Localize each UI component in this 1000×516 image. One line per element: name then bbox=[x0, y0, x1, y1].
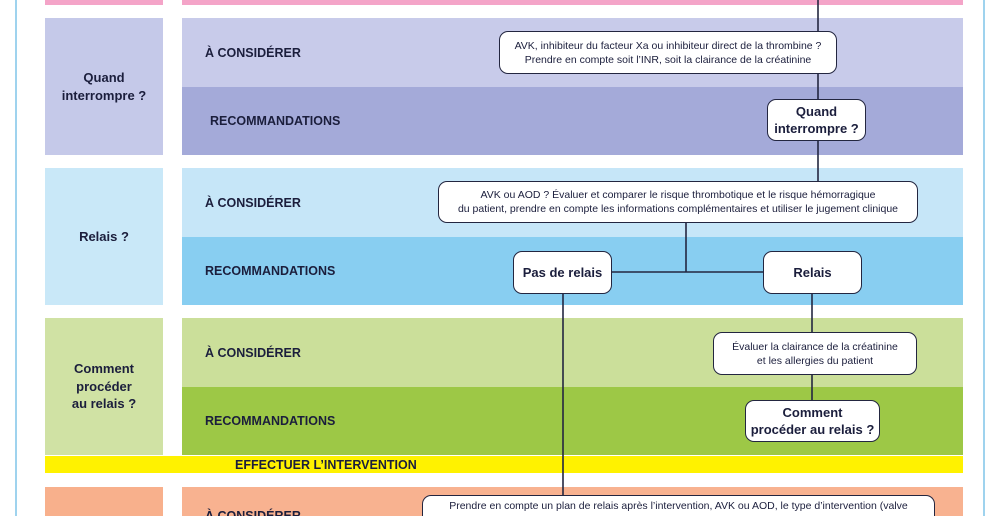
box-text-line: Comment bbox=[782, 404, 843, 420]
clearance-allergies-box: Évaluer la clairance de la créatinine et… bbox=[713, 332, 917, 375]
consider-label: À CONSIDÉRER bbox=[205, 345, 301, 360]
previous-section-band bbox=[182, 0, 963, 5]
box-text-line: AVK, inhibiteur du facteur Xa ou inhibit… bbox=[514, 39, 822, 52]
right-border-line bbox=[983, 0, 985, 516]
box-text-line: Évaluer la clairance de la créatinine bbox=[732, 340, 898, 353]
box-text-line: procéder au relais ? bbox=[750, 422, 875, 437]
intervention-band: EFFECTUER L’INTERVENTION bbox=[45, 456, 963, 473]
bridging-box: Relais bbox=[763, 251, 862, 294]
box-text-line: Prendre en compte soit l’INR, soit la cl… bbox=[524, 53, 812, 66]
section-bridging-method-title: Comment procéder au relais ? bbox=[45, 318, 163, 455]
how-bridge-box: Comment procéder au relais ? bbox=[745, 400, 880, 442]
previous-section-title-cell bbox=[45, 0, 163, 5]
box-text-line: Pas de relais bbox=[522, 264, 603, 280]
box-text-line: du patient, prendre en compte les inform… bbox=[457, 203, 899, 215]
left-border-line bbox=[15, 0, 17, 516]
consider-label: À CONSIDÉRER bbox=[205, 45, 301, 60]
when-interrupt-box: Quand interrompre ? bbox=[767, 99, 866, 141]
section-title-line: interrompre ? bbox=[61, 87, 147, 103]
anticoagulant-type-box: AVK, inhibiteur du facteur Xa ou inhibit… bbox=[499, 31, 837, 74]
box-text-line: Relais bbox=[793, 264, 832, 280]
section-title-line: procéder bbox=[76, 378, 132, 394]
intervention-label: EFFECTUER L’INTERVENTION bbox=[235, 457, 417, 472]
box-text-line: et les allergies du patient bbox=[756, 354, 874, 367]
section-title-line: Comment bbox=[74, 361, 134, 377]
section-title-line: Relais ? bbox=[79, 228, 129, 244]
consider-label: À CONSIDÉRER bbox=[205, 509, 301, 516]
bridging-assessment-box: AVK ou AOD ? Évaluer et comparer le risq… bbox=[438, 181, 918, 223]
box-text-line: Prendre en compte un plan de relais aprè… bbox=[449, 500, 908, 512]
box-text-line: AVK ou AOD ? Évaluer et comparer le risq… bbox=[480, 189, 876, 201]
section-interruption-title: Quand interrompre ? bbox=[45, 18, 163, 155]
box-text-line: Quand bbox=[795, 103, 838, 119]
section-bridging-title: Relais ? bbox=[45, 168, 163, 305]
consider-label: À CONSIDÉRER bbox=[205, 195, 301, 210]
box-text-line: interrompre ? bbox=[774, 121, 859, 136]
section-title-line: au relais ? bbox=[71, 396, 137, 412]
section-title-line: Quand bbox=[83, 70, 125, 85]
recommend-label: RECOMMANDATIONS bbox=[210, 114, 341, 128]
recommend-label: RECOMMANDATIONS bbox=[205, 414, 336, 428]
recommend-label: RECOMMANDATIONS bbox=[205, 264, 336, 278]
section-post-intervention-title bbox=[45, 487, 163, 516]
no-bridging-box: Pas de relais bbox=[513, 251, 612, 294]
post-intervention-box: Prendre en compte un plan de relais aprè… bbox=[422, 495, 935, 516]
